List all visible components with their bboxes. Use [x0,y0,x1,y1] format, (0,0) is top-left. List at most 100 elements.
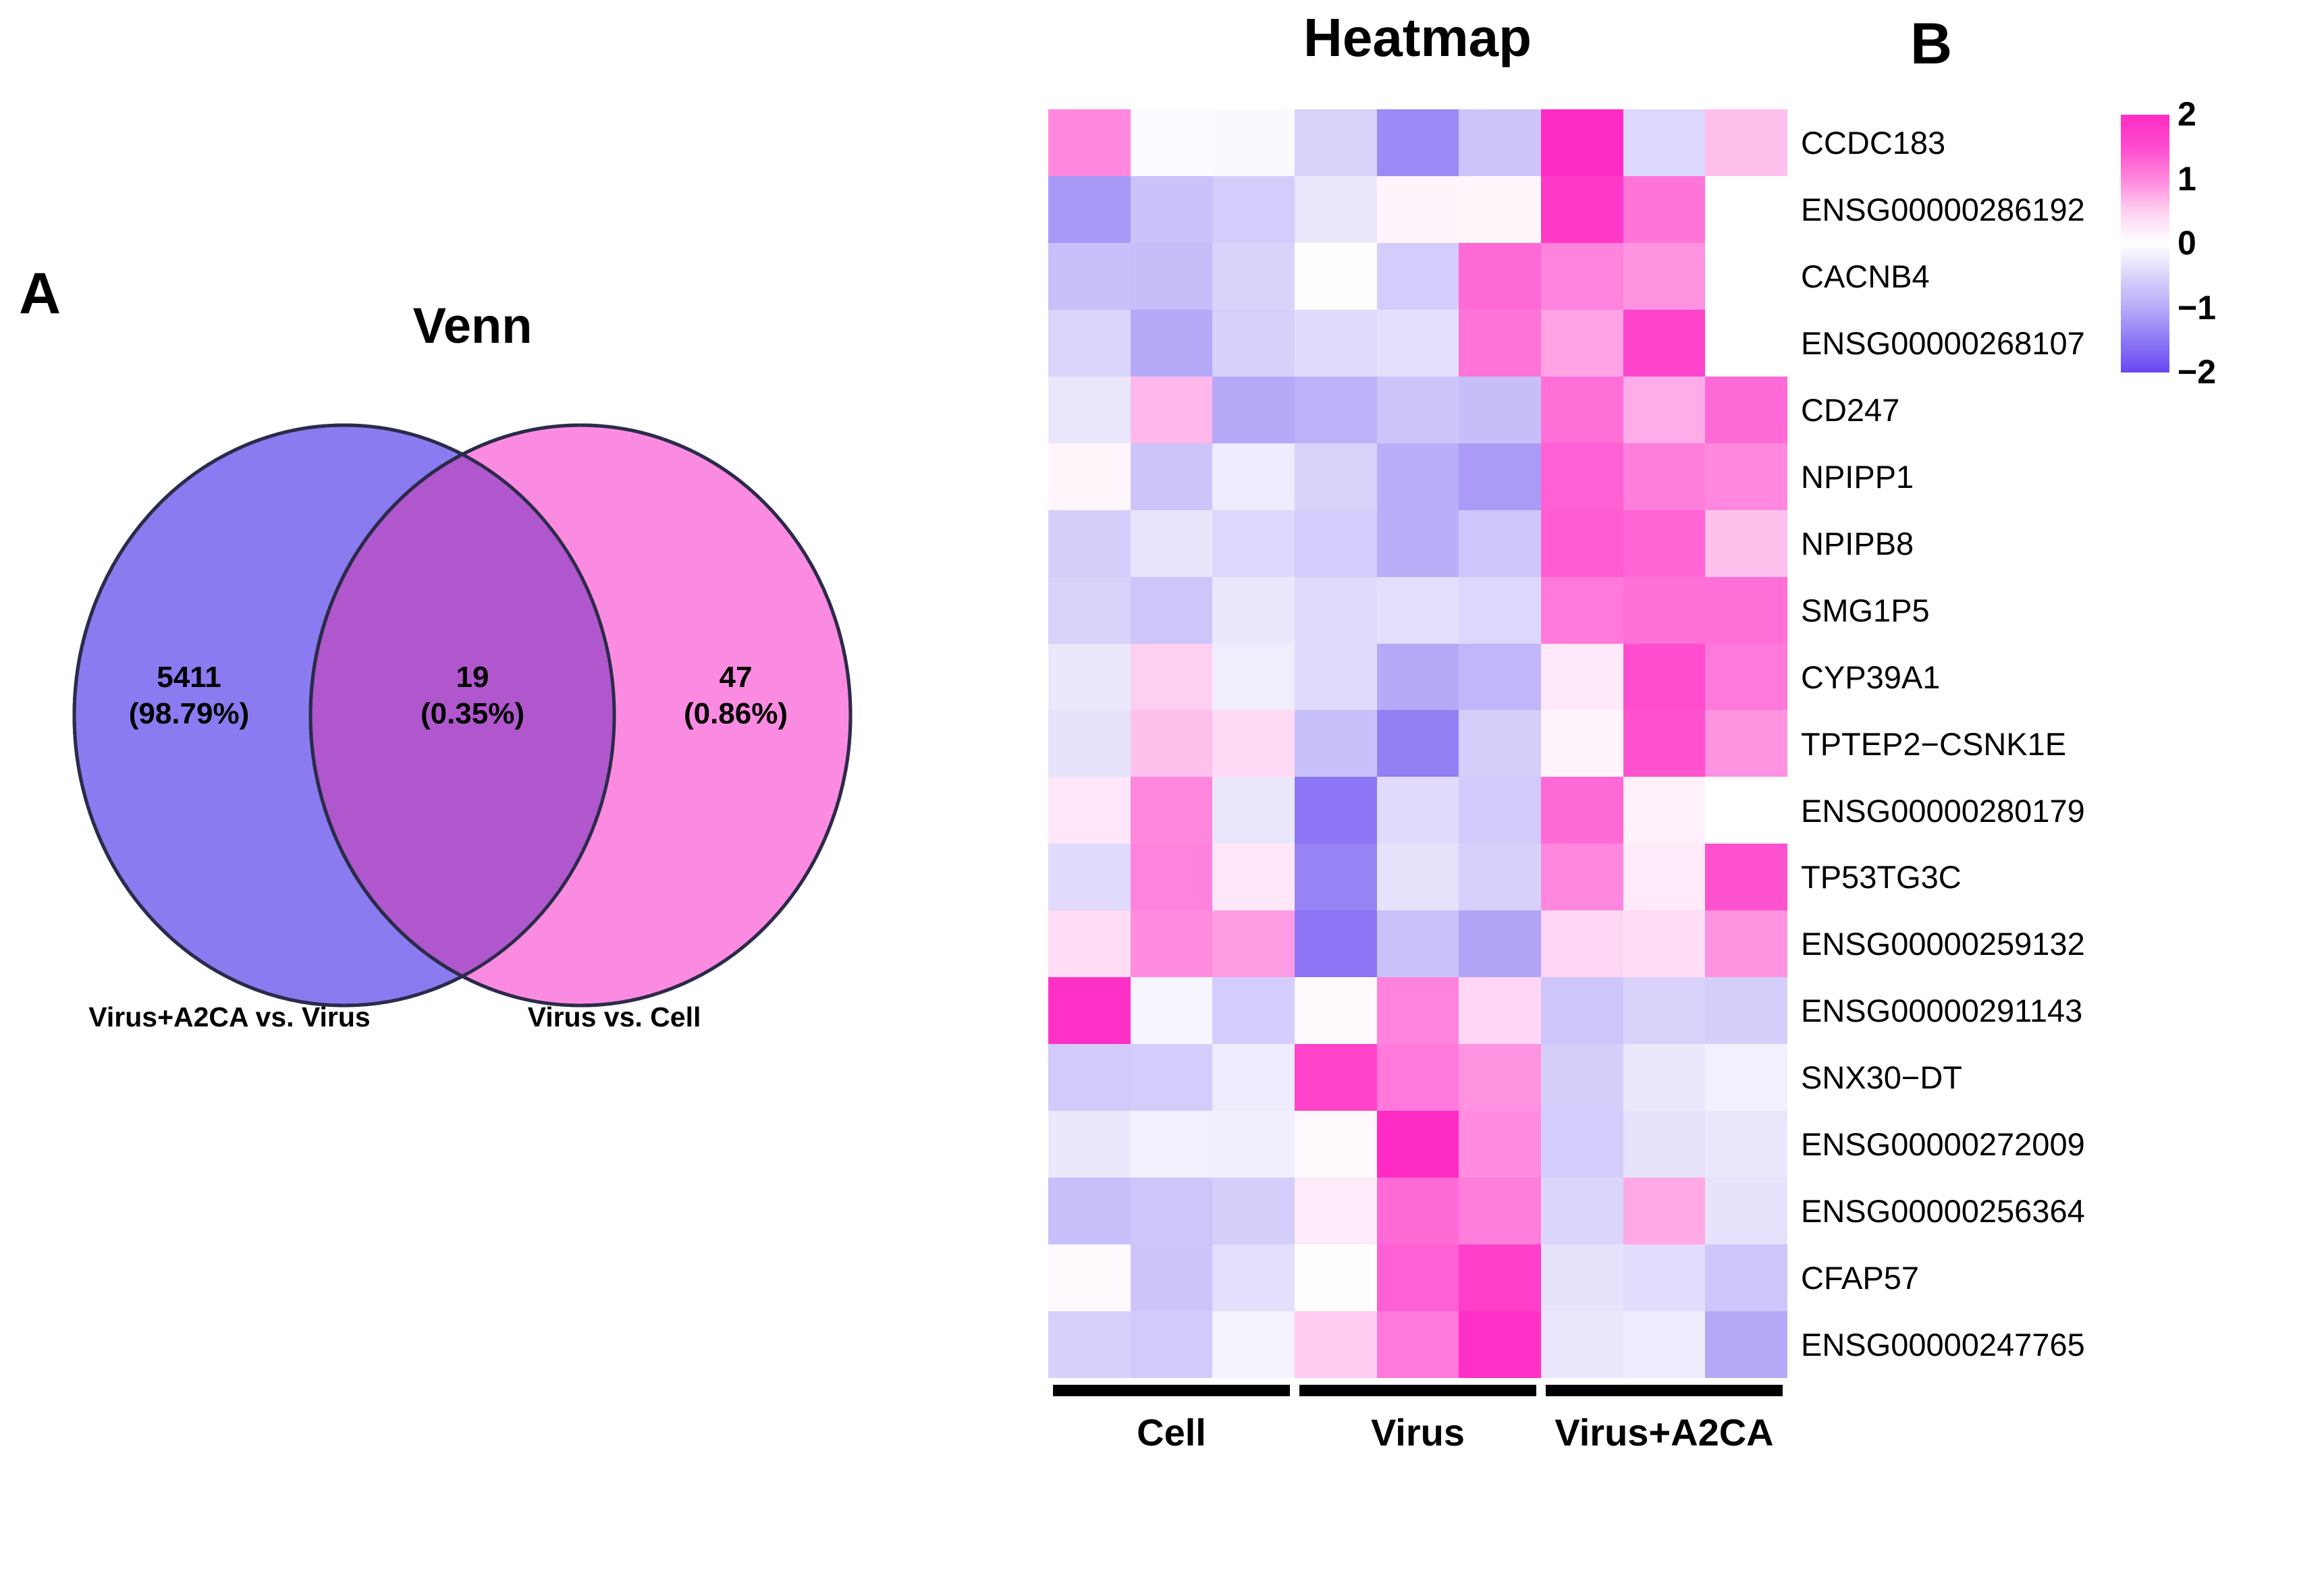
heatmap-cell [1130,510,1213,577]
group-bar [1299,1385,1537,1396]
heatmap-cell [1294,910,1377,978]
heatmap-cell [1376,1111,1459,1178]
heatmap-cell [1623,1244,1706,1312]
heatmap-cell [1294,1178,1377,1245]
colorbar-tick-label: 1 [2178,159,2196,198]
heatmap-cell [1376,510,1459,577]
heatmap-cell [1459,1044,1541,1111]
heatmap-cell [1705,1244,1787,1312]
heatmap-cell [1459,1111,1541,1178]
heatmap-cell [1540,1178,1623,1245]
heatmap-cell [1048,242,1131,310]
heatmap-cell [1212,109,1295,176]
heatmap-cell [1048,510,1131,577]
heatmap-cell [1705,977,1787,1045]
heatmap-cell [1459,1244,1541,1312]
heatmap-cell [1459,1178,1541,1245]
heatmap-cell [1705,309,1787,377]
heatmap-cell [1212,1311,1295,1378]
colorbar-tick-label: −1 [2178,288,2217,327]
heatmap-cell [1376,910,1459,978]
heatmap-cell [1459,242,1541,310]
heatmap-cell [1376,1044,1459,1111]
heatmap-cell [1212,1244,1295,1312]
heatmap-cell [1212,1111,1295,1178]
heatmap-cell [1376,1311,1459,1378]
heatmap-cell [1376,576,1459,644]
panel-b-letter: B [1910,11,1952,76]
heatmap-cell [1623,844,1706,911]
gene-label: CCDC183 [1801,124,1946,161]
heatmap-cell [1294,109,1377,176]
heatmap-cell [1130,777,1213,844]
venn-intersection-number: 19 [456,661,489,694]
heatmap-cell [1623,710,1706,777]
group-label: Virus+A2CA [1555,1411,1774,1454]
heatmap-cell [1048,309,1131,377]
group-bar [1052,1385,1291,1396]
heatmap-cell [1212,777,1295,844]
heatmap-cell [1130,309,1213,377]
heatmap-cell [1540,777,1623,844]
heatmap-cell [1540,309,1623,377]
heatmap-cell [1048,710,1131,777]
heatmap-cell [1540,576,1623,644]
heatmap-cell [1459,777,1541,844]
venn-title: Venn [412,298,533,354]
heatmap-cell [1376,376,1459,443]
group-label: Virus [1370,1411,1465,1454]
heatmap-cell [1130,242,1213,310]
heatmap-cell [1048,175,1131,243]
heatmap-cell [1294,1311,1377,1378]
heatmap-cell [1212,309,1295,377]
venn-circle-right-outline [308,423,853,1008]
heatmap-cell [1376,777,1459,844]
heatmap-cell [1623,242,1706,310]
heatmap-cell [1130,910,1213,978]
heatmap-cell [1705,109,1787,176]
heatmap-group-bars [1048,1385,1787,1397]
heatmap-cell [1294,376,1377,443]
heatmap-cell [1212,510,1295,577]
colorbar-tick-label: 2 [2178,95,2196,133]
heatmap-cell [1294,844,1377,911]
heatmap-cell [1294,309,1377,377]
heatmap-cell [1705,576,1787,644]
heatmap-cell [1459,643,1541,711]
venn-intersection-count: 19 (0.35%) [364,659,580,732]
heatmap-cell [1623,910,1706,978]
heatmap-cell [1048,910,1131,978]
heatmap-cell [1705,510,1787,577]
heatmap-cell [1705,643,1787,711]
venn-intersection-percent: (0.35%) [420,696,525,730]
heatmap-cell [1130,109,1213,176]
colorbar-tick-label: −2 [2178,353,2217,391]
heatmap-cell [1294,510,1377,577]
heatmap-cell [1048,777,1131,844]
heatmap-cell [1459,977,1541,1045]
heatmap-cell [1705,777,1787,844]
venn-right-only-percent: (0.86%) [683,696,788,730]
venn-set-label-left: Virus+A2CA vs. Virus [88,1001,371,1033]
gene-label: NPIPP1 [1801,458,1914,495]
heatmap-cell [1540,1111,1623,1178]
heatmap-cell [1540,1311,1623,1378]
heatmap-cell [1130,844,1213,911]
heatmap-cell [1376,844,1459,911]
heatmap-cell [1459,376,1541,443]
heatmap-cell [1130,1244,1213,1312]
heatmap-cell [1294,576,1377,644]
gene-label: TPTEP2−CSNK1E [1801,725,2067,762]
heatmap-cell [1130,977,1213,1045]
heatmap-cell [1212,1044,1295,1111]
heatmap-cell [1376,175,1459,243]
venn-left-only-number: 5411 [157,661,221,694]
gene-label: TP53TG3C [1801,859,1962,896]
heatmap-cell [1540,977,1623,1045]
heatmap-cell [1212,977,1295,1045]
heatmap-cell [1540,1044,1623,1111]
heatmap-cell [1705,1178,1787,1245]
heatmap-cell [1623,376,1706,443]
